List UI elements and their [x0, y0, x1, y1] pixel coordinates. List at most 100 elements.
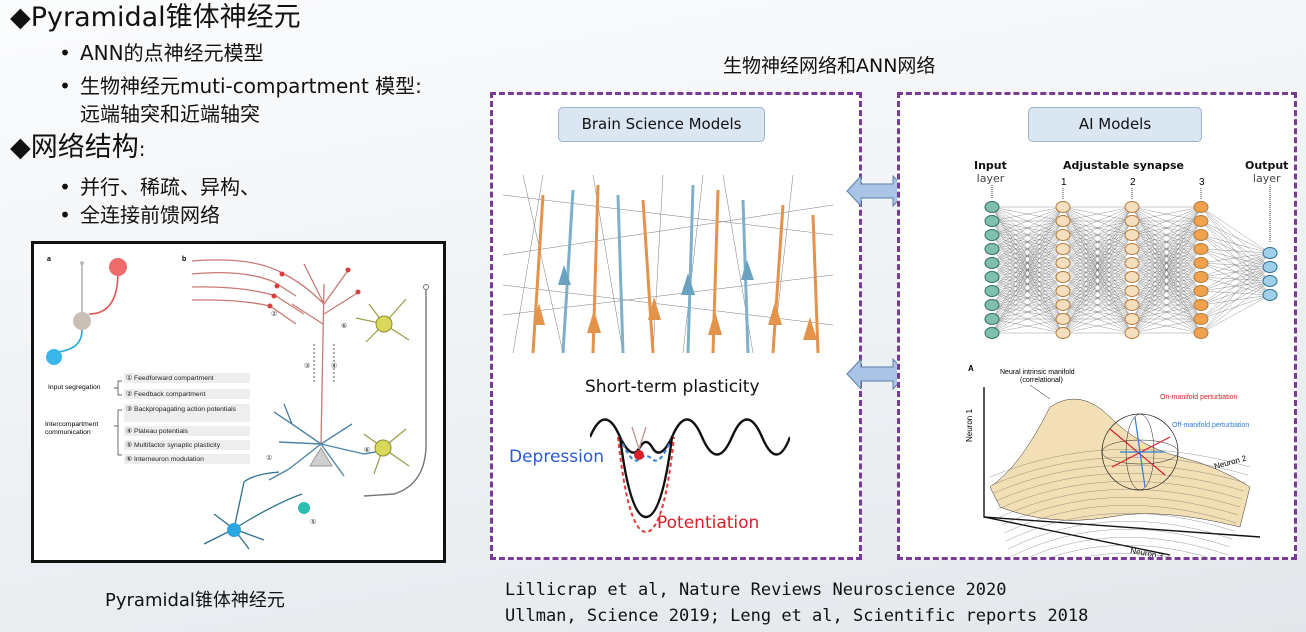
pyramidal-caption: Pyramidal锥体神经元	[105, 590, 285, 611]
nn-edge	[991, 234, 1064, 334]
off-manifold-label: Off-manifold perturbation	[1172, 422, 1249, 429]
nn-edge	[1200, 252, 1271, 292]
nn-node	[984, 229, 1000, 241]
nn-edge	[1200, 252, 1271, 264]
manifold-grid-line	[1083, 553, 1171, 557]
nn-edge	[1062, 248, 1133, 334]
nn-node	[1124, 257, 1140, 269]
svg-text:②: ②	[271, 310, 277, 318]
nn-edge	[1062, 206, 1133, 264]
nn-node	[1193, 257, 1209, 269]
heading-pyramidal: ◆Pyramidal锥体神经元	[10, 2, 301, 33]
nn-edge	[1131, 248, 1202, 334]
nn-edge	[1131, 318, 1202, 334]
manifold-grid-line	[999, 489, 1241, 518]
nn-edge	[991, 304, 1064, 334]
point-soma-dot	[73, 312, 91, 330]
reference-lillicrap: Lillicrap et al, Nature Reviews Neurosci…	[505, 580, 1007, 600]
nn-node	[1124, 243, 1140, 255]
nn-node	[1124, 271, 1140, 283]
depression-label: Depression	[509, 447, 605, 467]
brain-science-tag: Brain Science Models	[558, 107, 765, 142]
nn-node	[984, 285, 1000, 297]
nn-edge	[1131, 206, 1202, 278]
nn-node	[1262, 261, 1278, 273]
nn-node	[984, 243, 1000, 255]
stp-title: Short-term plasticity	[585, 377, 760, 397]
nn-edge	[1062, 206, 1133, 292]
ai-models-tag: AI Models	[1028, 107, 1202, 142]
nn-edge	[1062, 304, 1133, 334]
nn-node	[1124, 327, 1140, 339]
bullet-multi-compartment: •生物神经元muti-compartment 模型:	[59, 74, 422, 98]
svg-text:③: ③	[304, 362, 310, 370]
nn-edge	[991, 220, 1064, 334]
nn-edge	[1131, 206, 1202, 250]
heading-network-structure: ◆网络结构:	[10, 132, 146, 163]
nn-node	[1193, 285, 1209, 297]
manifold-grid-line	[997, 481, 1243, 510]
nn-edge	[1062, 276, 1133, 334]
bullet-parallel-sparse: •并行、稀疏、异构、	[59, 175, 260, 199]
bullet-ann-point-neuron: •ANN的点神经元模型	[59, 41, 264, 65]
nn-edge	[1062, 206, 1133, 250]
nn-node	[1124, 285, 1140, 297]
svg-text:③ Backpropagating action poten: ③ Backpropagating action potentials	[126, 405, 237, 413]
nn-node	[1055, 215, 1071, 227]
bullet-feedforward: •全连接前馈网络	[59, 203, 220, 227]
neural-network-diagram: 1 2 3	[984, 177, 1278, 339]
svg-text:3: 3	[1199, 177, 1205, 188]
nn-edge	[991, 206, 1064, 320]
brain-science-panel: Brain Science Models Short-term plastici…	[490, 92, 862, 560]
svg-text:① Feedforward compartment: ① Feedforward compartment	[126, 374, 214, 382]
svg-text:⑤: ⑤	[310, 518, 316, 526]
svg-text:⑤ Multifactor synaptic plastic: ⑤ Multifactor synaptic plasticity	[126, 441, 221, 449]
nn-edge	[1062, 290, 1133, 334]
manifold-grid-line	[1005, 513, 1235, 542]
nn-edge	[1131, 206, 1202, 292]
nn-node	[1193, 243, 1209, 255]
manifold-grid-line	[1009, 529, 1231, 557]
svg-text:(correlational): (correlational)	[1020, 377, 1063, 384]
nn-edge	[991, 290, 1064, 334]
nn-edge	[1131, 206, 1202, 222]
nn-edge	[1200, 252, 1271, 306]
nn-node	[984, 201, 1000, 213]
plasticity-neuron	[298, 502, 310, 514]
nn-edge	[1131, 262, 1202, 334]
svg-text:Neural intrinsic manifold: Neural intrinsic manifold	[1000, 369, 1075, 376]
nn-edge	[1131, 206, 1202, 320]
nn-edge	[1062, 206, 1133, 320]
nn-edge	[1062, 206, 1133, 236]
nn-node	[1055, 299, 1071, 311]
nn-node	[984, 215, 1000, 227]
nn-node	[1055, 243, 1071, 255]
nn-edge	[1062, 206, 1133, 278]
nn-node	[1055, 257, 1071, 269]
nn-node	[1262, 247, 1278, 259]
potentiation-label: Potentiation	[657, 513, 760, 533]
nn-node	[1193, 313, 1209, 325]
label-b: b	[182, 256, 186, 263]
label-input-segregation: Input segregation	[48, 384, 101, 391]
nn-node	[1124, 299, 1140, 311]
nn-edge	[991, 248, 1064, 334]
nn-edge	[1062, 206, 1133, 306]
on-manifold-label: On-manifold perturbation	[1160, 394, 1238, 401]
nn-node	[1055, 327, 1071, 339]
manifold-grid-line	[995, 473, 1245, 502]
nn-edge	[1062, 234, 1133, 334]
manifold-grid-line	[991, 457, 1249, 486]
reference-ullman: Ullman, Science 2019; Leng et al, Scient…	[505, 606, 1089, 626]
nn-edge	[1200, 248, 1271, 254]
nn-edge	[991, 262, 1064, 334]
nn-node	[1193, 299, 1209, 311]
nn-edge	[1200, 252, 1271, 334]
nn-edge	[991, 206, 1064, 334]
nn-edge	[1131, 304, 1202, 334]
nn-edge	[1200, 280, 1271, 334]
nn-edge	[1131, 220, 1202, 334]
